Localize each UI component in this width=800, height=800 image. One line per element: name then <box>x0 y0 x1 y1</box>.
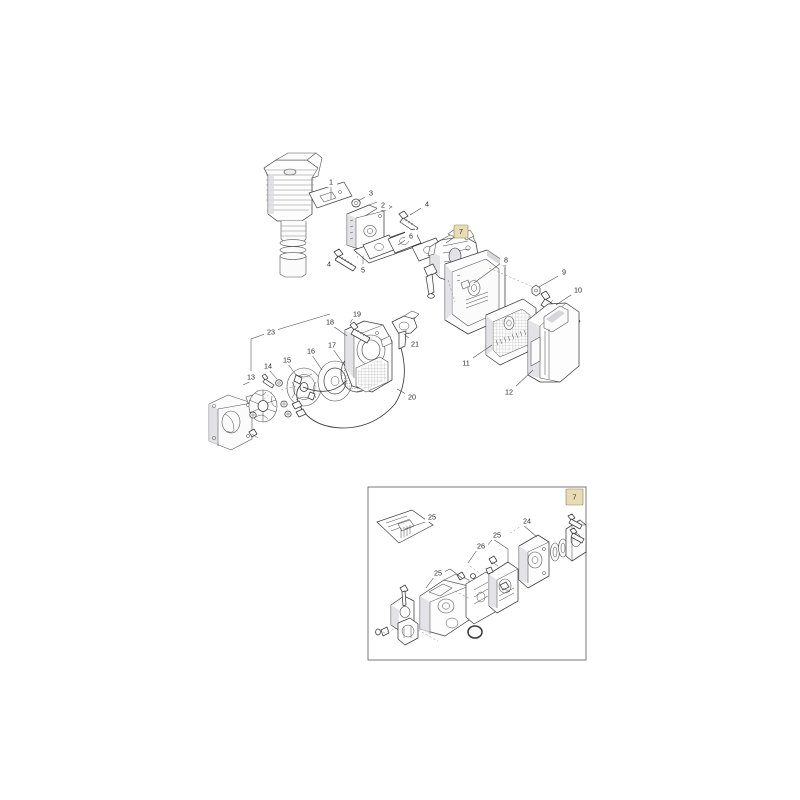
inset-callout-26[interactable]: 26 <box>474 540 488 551</box>
callout-4-lower[interactable]: 4 <box>323 258 335 269</box>
nut-part <box>531 284 541 297</box>
carb-main-body <box>419 573 470 637</box>
starter-rope <box>296 347 405 429</box>
carb-gasket-plate-a <box>465 571 496 625</box>
callout-11[interactable]: 11 <box>459 357 473 368</box>
callout-4-upper[interactable]: 4 <box>421 198 433 209</box>
screw-upper <box>398 210 419 233</box>
screw-starter <box>349 321 371 344</box>
inset-callout-25b[interactable]: 25 <box>490 529 504 540</box>
callout-label-18: 18 <box>326 317 334 326</box>
callout-label-12: 12 <box>505 387 513 396</box>
repair-kit-sheet <box>376 509 434 544</box>
callout-6[interactable]: 6 <box>405 230 417 241</box>
carb-screws-right <box>567 513 585 544</box>
detail-inset: 7 <box>367 486 587 661</box>
callout-label-8: 8 <box>504 255 508 264</box>
callout-8[interactable]: 8 <box>500 254 512 265</box>
callout-16[interactable]: 16 <box>304 345 318 356</box>
callout-15[interactable]: 15 <box>280 354 294 365</box>
callout-label-21: 21 <box>411 339 419 348</box>
inset-label-25a: 25 <box>428 512 436 521</box>
inset-badge-7[interactable]: 7 <box>565 488 584 506</box>
callout-labels-starter: 23 13 14 15 16 17 18 19 <box>244 308 422 402</box>
callout-9[interactable]: 9 <box>558 266 570 277</box>
callout-2[interactable]: 2 <box>377 199 389 210</box>
callout-label-3: 3 <box>369 188 373 197</box>
callout-13[interactable]: 13 <box>244 371 258 382</box>
callout-label-10: 10 <box>574 285 582 294</box>
carb-ring-pair <box>550 538 568 562</box>
callout-label-7: 7 <box>459 227 463 236</box>
callout-label-23: 23 <box>267 327 275 336</box>
carb-oring <box>467 625 483 639</box>
callout-7-highlight[interactable]: 7 <box>453 224 469 239</box>
callout-18[interactable]: 18 <box>323 316 337 327</box>
callout-label-4-upper: 4 <box>425 199 429 208</box>
air-filter-cover <box>527 302 580 383</box>
carb-throttle-body <box>375 584 419 646</box>
callout-label-6: 6 <box>409 231 413 240</box>
callout-1[interactable]: 1 <box>325 176 337 187</box>
callout-label-1: 1 <box>329 177 333 186</box>
callout-label-19: 19 <box>353 309 361 318</box>
inset-label-25b: 25 <box>493 530 501 539</box>
callout-label-16: 16 <box>307 346 315 355</box>
inset-callout-24[interactable]: 24 <box>520 515 534 526</box>
starter-housing <box>344 320 393 393</box>
inset-label-24: 24 <box>523 516 531 525</box>
small-parts-cluster <box>248 400 307 439</box>
callout-23[interactable]: 23 <box>264 326 278 337</box>
callout-label-2: 2 <box>381 200 385 209</box>
callout-10[interactable]: 10 <box>571 284 585 295</box>
callout-20[interactable]: 20 <box>405 391 419 402</box>
inset-badge-label: 7 <box>573 492 577 501</box>
callout-label-20: 20 <box>408 392 416 401</box>
callout-label-4-lower: 4 <box>327 259 331 268</box>
cylinder-part <box>263 152 323 278</box>
screw-lower <box>333 248 357 272</box>
screw-small-13 <box>261 373 275 389</box>
callout-label-11: 11 <box>462 358 469 367</box>
callout-19[interactable]: 19 <box>350 308 364 319</box>
callout-3[interactable]: 3 <box>365 187 377 198</box>
callout-labels-main: 1 3 2 4 4 6 5 7 <box>323 176 585 397</box>
carb-small-hardware <box>456 555 511 593</box>
inset-callout-25c[interactable]: 25 <box>431 567 445 578</box>
callout-label-14: 14 <box>264 361 272 370</box>
inset-callout-labels: 25 24 25 26 25 <box>425 511 534 578</box>
callout-label-13: 13 <box>247 372 255 381</box>
washer-14 <box>275 379 283 387</box>
inset-label-25c: 25 <box>434 568 442 577</box>
inset-label-26: 26 <box>477 541 485 550</box>
callout-label-9: 9 <box>562 267 566 276</box>
callout-5[interactable]: 5 <box>357 264 369 275</box>
starter-grip <box>391 310 420 350</box>
callout-label-17: 17 <box>328 340 336 349</box>
air-filter-element <box>485 298 537 366</box>
crankcase-housing <box>208 393 259 451</box>
inset-callout-25a[interactable]: 25 <box>425 511 439 522</box>
callout-14[interactable]: 14 <box>261 360 275 371</box>
callout-21[interactable]: 21 <box>408 338 422 349</box>
callout-17[interactable]: 17 <box>325 339 339 350</box>
callout-12[interactable]: 12 <box>502 386 516 397</box>
callout-label-15: 15 <box>283 355 291 364</box>
callout-label-5: 5 <box>361 265 365 274</box>
carb-cover-24 <box>518 534 550 589</box>
